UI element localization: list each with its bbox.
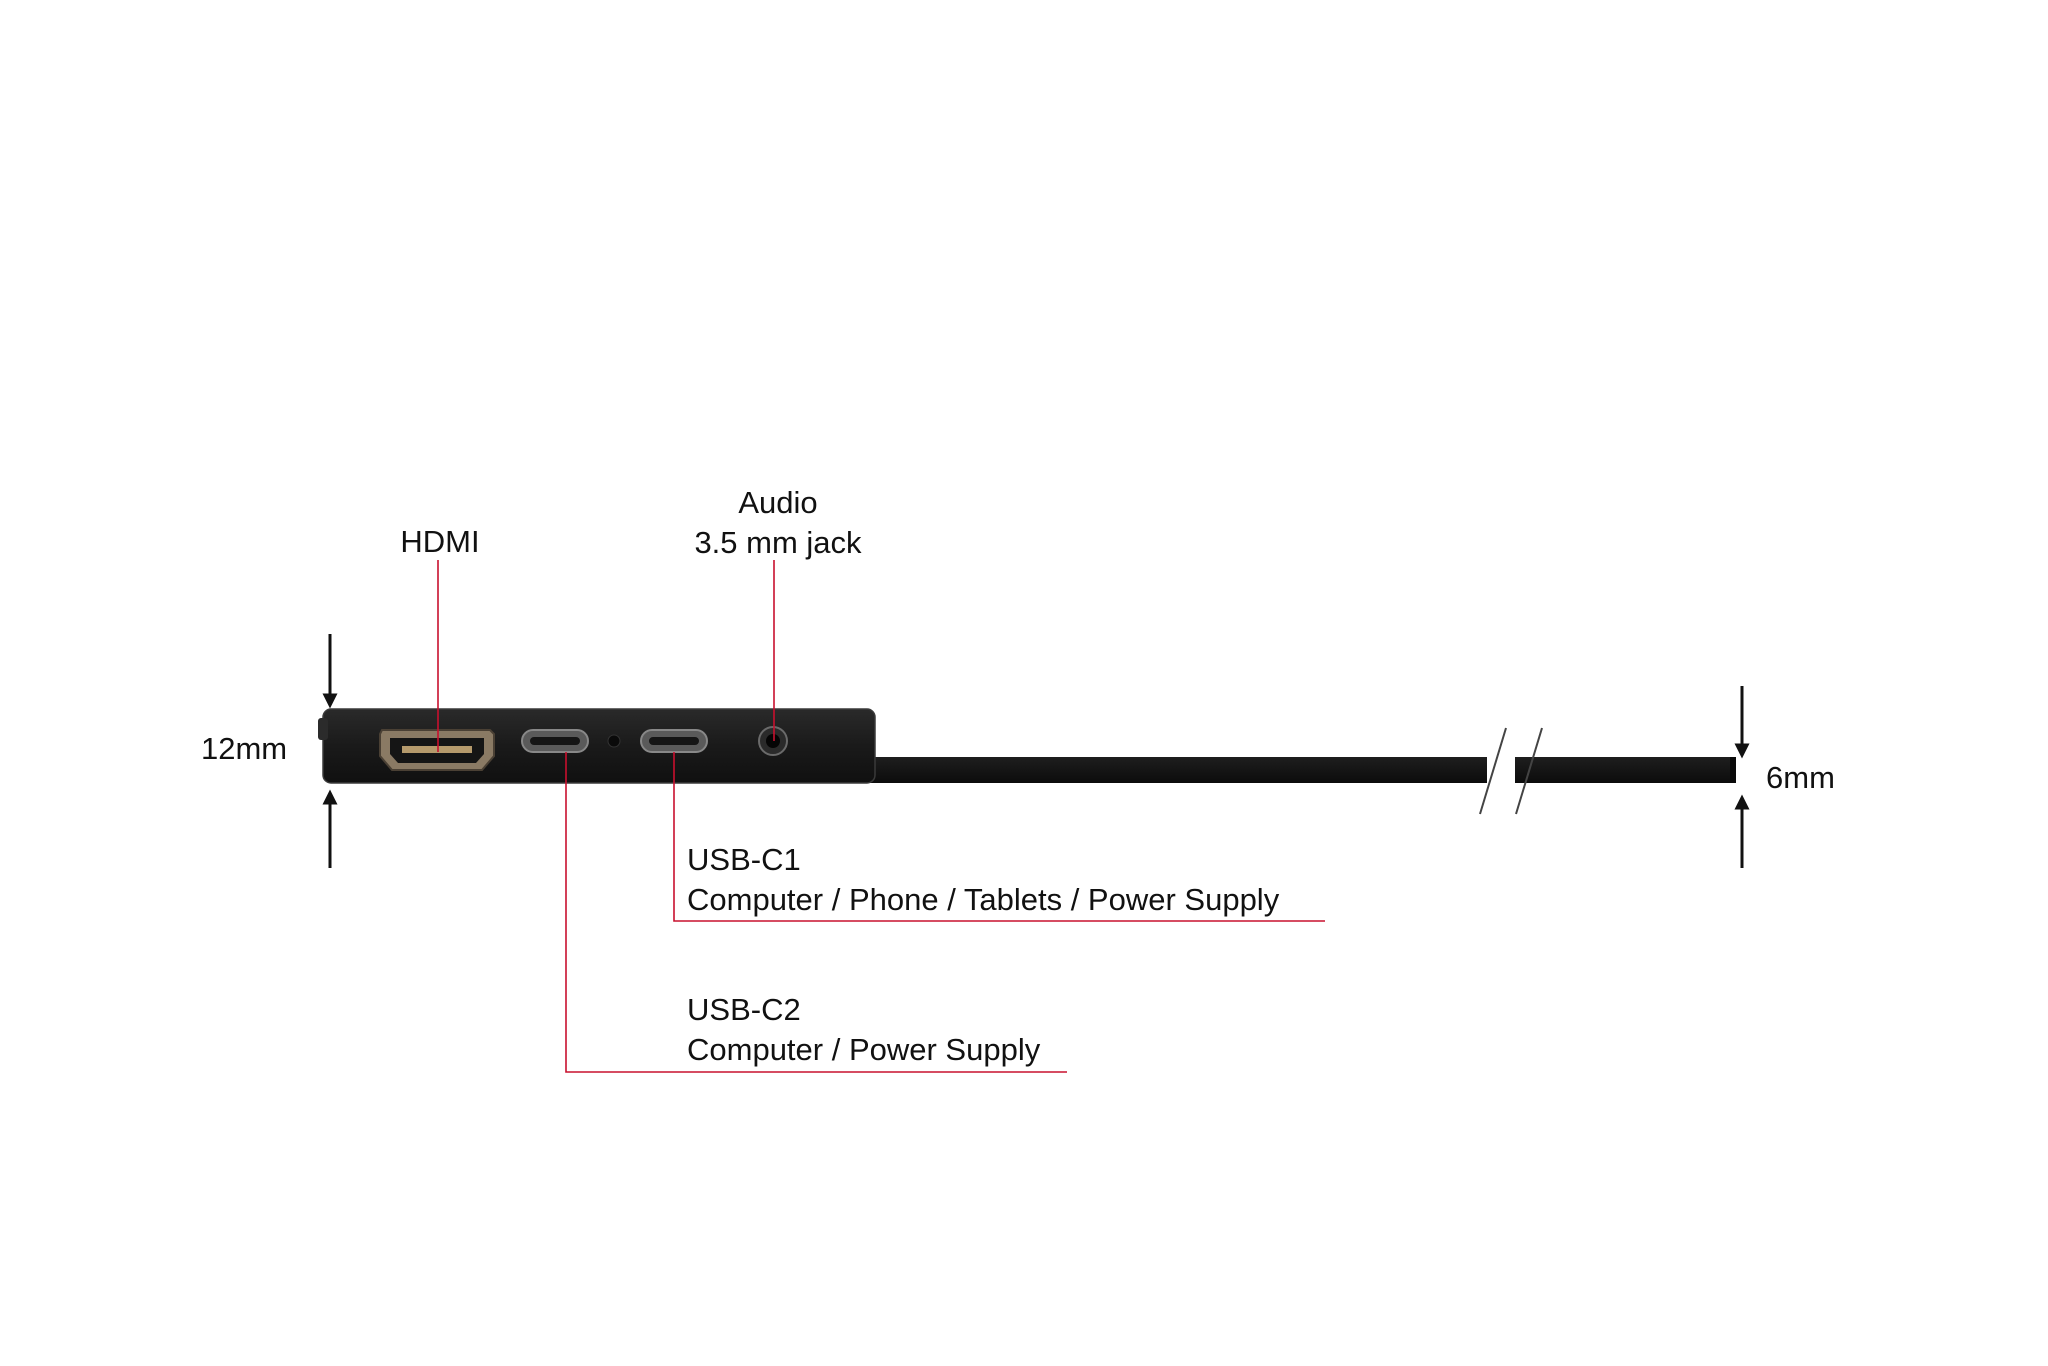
usb-c2-port (521, 729, 589, 753)
dimension-arrows (322, 634, 1750, 868)
audio-label-line2: 3.5 mm jack (694, 525, 862, 560)
usb-c1-title: USB-C1 (687, 842, 801, 877)
audio-label: Audio 3.5 mm jack (694, 483, 861, 563)
thickness-left-label: 12mm (201, 731, 288, 766)
indicator-led-icon (607, 734, 621, 748)
usb-c1-desc: Computer / Phone / Tablets / Power Suppl… (687, 882, 1280, 917)
usb-c1-leader (673, 752, 1325, 922)
leader-lines (437, 560, 1325, 1073)
audio-label-line1: Audio (738, 485, 818, 520)
thin-panel (860, 757, 1730, 783)
usb-c2-title: USB-C2 (687, 992, 801, 1027)
thickness-right-label: 6mm (1766, 760, 1835, 795)
panel-end (1730, 757, 1736, 783)
usb-c2-desc: Computer / Power Supply (687, 1032, 1041, 1067)
side-button (318, 718, 328, 740)
usb-c2-leader (565, 752, 1067, 1073)
break-symbol (1479, 727, 1543, 815)
usb-c1-port (640, 729, 708, 753)
usb-c2-label: USB-C2 Computer / Power Supply (687, 990, 1040, 1070)
usb-c1-label: USB-C1 Computer / Phone / Tablets / Powe… (687, 840, 1279, 920)
hdmi-label: HDMI (400, 524, 480, 559)
audio-jack-port (758, 726, 788, 756)
hdmi-port (379, 729, 495, 771)
